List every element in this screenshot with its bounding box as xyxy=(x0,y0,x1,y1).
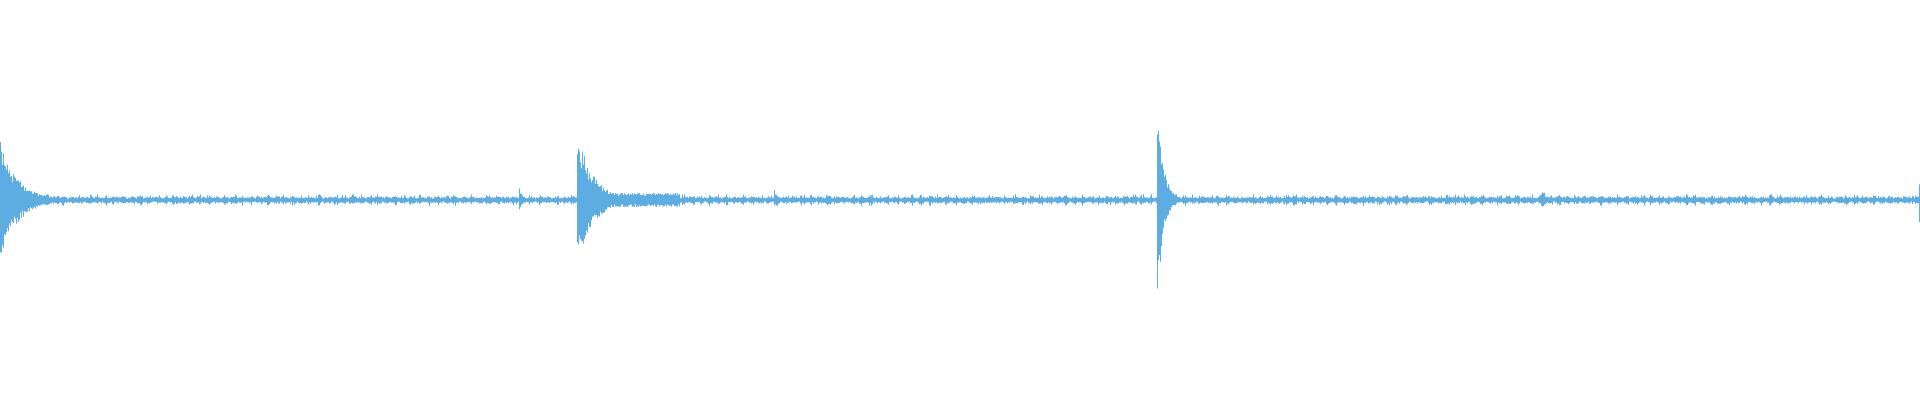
waveform-path xyxy=(0,130,1920,289)
